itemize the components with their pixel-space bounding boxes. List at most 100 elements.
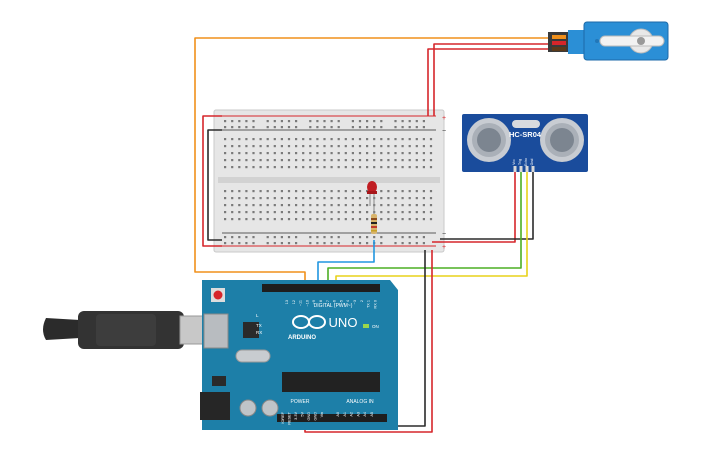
breadboard-hole xyxy=(373,166,376,169)
digital-pin-label: 12 xyxy=(292,300,296,304)
breadboard-hole xyxy=(344,152,347,155)
breadboard-hole xyxy=(394,145,397,148)
breadboard-hole xyxy=(429,204,433,207)
breadboard-hole xyxy=(387,218,390,221)
breadboard-hole xyxy=(351,159,354,162)
breadboard-hole xyxy=(394,159,397,162)
breadboard-hole xyxy=(316,138,319,141)
breadboard-hole xyxy=(245,159,248,162)
breadboard-hole xyxy=(401,197,404,200)
breadboard-hole xyxy=(358,204,362,207)
rail-hole xyxy=(252,126,255,129)
arduino-uno-board[interactable]: ARDUINO UNO DIGITAL (PWM~) POWER ANALOG … xyxy=(43,280,398,430)
breadboard-hole xyxy=(380,152,383,155)
breadboard-hole xyxy=(337,159,340,162)
servo-motor[interactable] xyxy=(548,21,669,61)
breadboard-hole xyxy=(259,218,262,221)
breadboard-hole xyxy=(429,197,433,200)
breadboard-hole xyxy=(252,204,255,207)
rail-hole xyxy=(394,236,397,239)
digital-pin-label: ~5 xyxy=(339,300,343,304)
rail-hole xyxy=(337,236,340,239)
power-pin-label: 5V xyxy=(301,412,305,417)
breadboard-hole xyxy=(373,138,376,141)
breadboard-hole xyxy=(231,152,234,155)
rail-hole xyxy=(273,126,276,129)
breadboard-hole xyxy=(287,166,291,169)
rail-hole xyxy=(415,242,418,245)
breadboard-hole xyxy=(351,166,354,169)
breadboard-hole xyxy=(344,197,347,200)
breadboard[interactable]: + − − + xyxy=(213,109,446,253)
breadboard-hole xyxy=(273,211,276,214)
breadboard-hole xyxy=(295,190,298,193)
breadboard-hole xyxy=(408,166,411,169)
breadboard-hole xyxy=(330,152,333,155)
sensor-pin[interactable] xyxy=(531,166,535,172)
breadboard-hole xyxy=(224,190,227,193)
breadboard-hole xyxy=(351,218,354,221)
arduino-brand: ARDUINO xyxy=(288,335,316,341)
breadboard-hole xyxy=(401,145,404,148)
rail-hole xyxy=(401,120,404,123)
breadboard-hole xyxy=(316,218,319,221)
breadboard-hole xyxy=(231,159,234,162)
breadboard-hole xyxy=(351,138,354,141)
rail-hole xyxy=(408,242,411,245)
power-pin-label: 3.3V xyxy=(294,412,298,420)
wire-sensor-gnd xyxy=(440,172,534,240)
breadboard-hole xyxy=(273,204,276,207)
l-label: L xyxy=(256,313,259,318)
rail-hole xyxy=(295,242,298,245)
breadboard-hole xyxy=(337,218,340,221)
breadboard-hole xyxy=(415,145,418,148)
breadboard-hole xyxy=(309,159,312,162)
breadboard-hole xyxy=(245,190,248,193)
wire-servo-power-a xyxy=(433,43,551,116)
breadboard-hole xyxy=(387,190,390,193)
rail-hole xyxy=(358,120,362,123)
sensor-pin[interactable] xyxy=(519,166,523,172)
resistor[interactable] xyxy=(371,208,377,234)
breadboard-hole xyxy=(358,190,362,193)
breadboard-hole xyxy=(380,159,383,162)
breadboard-hole xyxy=(415,204,418,207)
rail-hole xyxy=(280,236,283,239)
sensor-pin[interactable] xyxy=(525,166,529,172)
breadboard-hole xyxy=(280,159,283,162)
breadboard-hole xyxy=(380,197,383,200)
rail-hole xyxy=(373,126,376,129)
breadboard-hole xyxy=(273,197,276,200)
breadboard-hole xyxy=(287,190,291,193)
rail-hole xyxy=(330,236,333,239)
wire-servo-power-b xyxy=(427,48,551,116)
tx-label: TX xyxy=(256,323,262,328)
breadboard-hole xyxy=(330,218,333,221)
sensor-pin[interactable] xyxy=(513,166,517,172)
breadboard-hole xyxy=(387,152,390,155)
rail-minus-top: − xyxy=(442,128,446,135)
breadboard-hole xyxy=(295,166,298,169)
breadboard-hole xyxy=(387,145,390,148)
rail-hole xyxy=(266,236,269,239)
breadboard-hole xyxy=(323,190,326,193)
breadboard-hole xyxy=(224,218,227,221)
breadboard-hole xyxy=(309,166,312,169)
breadboard-hole xyxy=(231,145,234,148)
breadboard-hole xyxy=(259,211,262,214)
breadboard-hole xyxy=(351,152,354,155)
breadboard-hole xyxy=(429,159,433,162)
breadboard-hole xyxy=(415,138,418,141)
red-led[interactable] xyxy=(367,181,377,208)
breadboard-hole xyxy=(287,152,291,155)
breadboard-hole xyxy=(280,152,283,155)
breadboard-hole xyxy=(429,211,433,214)
breadboard-hole xyxy=(252,145,255,148)
breadboard-hole xyxy=(302,204,305,207)
power-header-label: POWER xyxy=(291,399,310,405)
breadboard-hole xyxy=(259,152,262,155)
breadboard-hole xyxy=(252,138,255,141)
breadboard-hole xyxy=(280,166,283,169)
